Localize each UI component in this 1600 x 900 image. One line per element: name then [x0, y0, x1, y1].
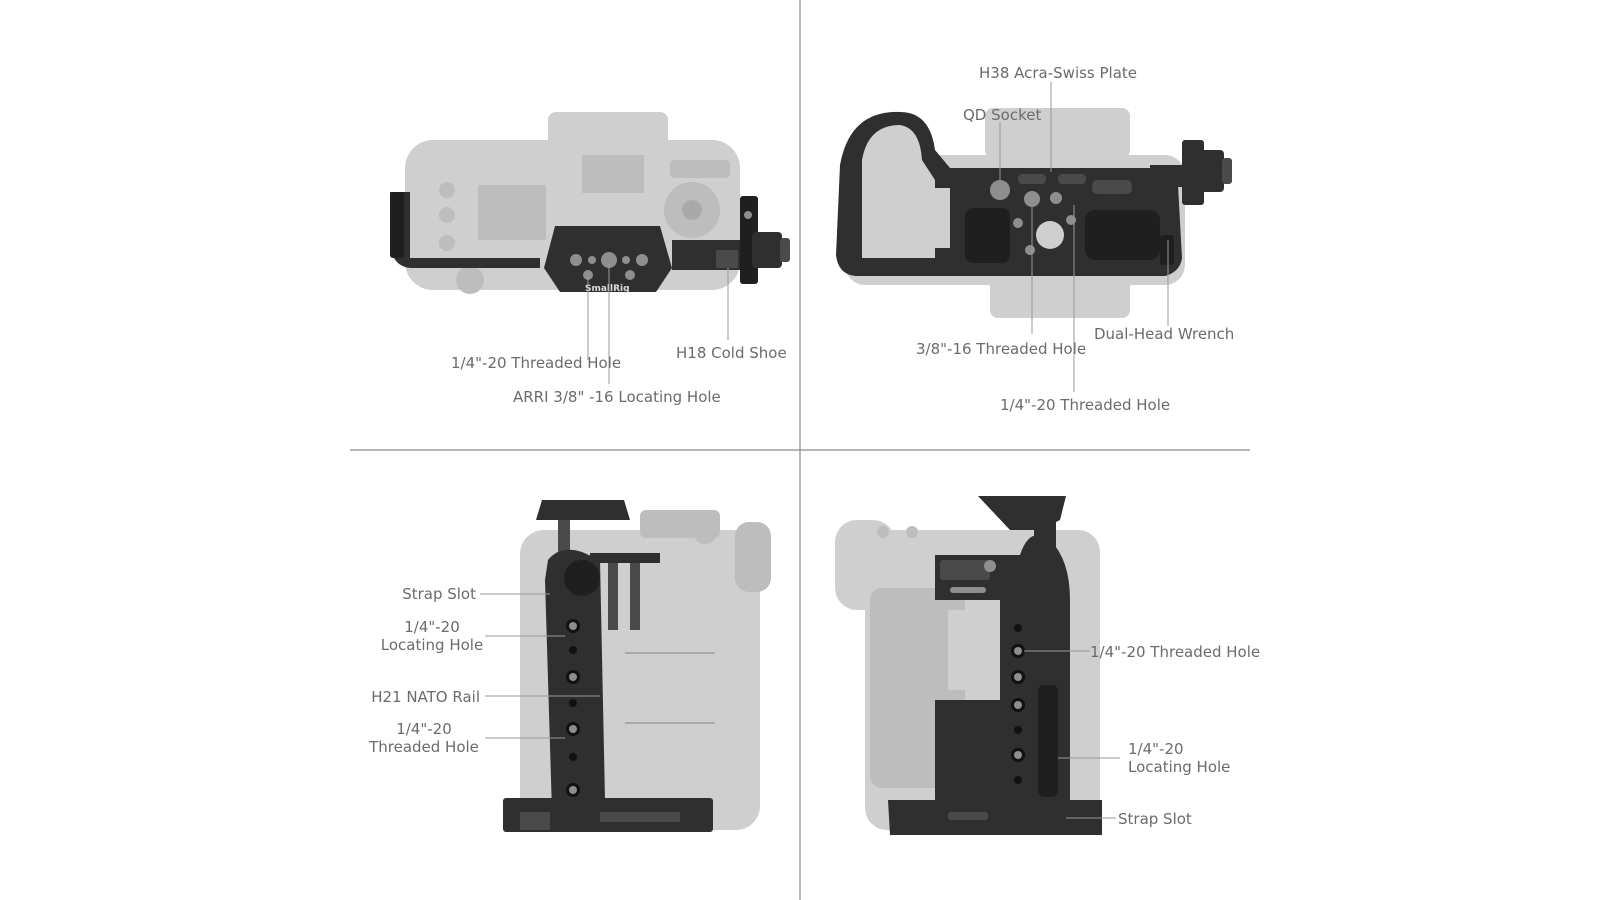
label-tr-threaded-38: 3/8"-16 Threaded Hole [916, 340, 1087, 358]
label-tl-cold-shoe: H18 Cold Shoe [676, 344, 787, 362]
bottom-left-callouts [480, 593, 600, 739]
label-tr-qd-socket: QD Socket [963, 106, 1042, 124]
label-tr-acra-plate: H38 Acra-Swiss Plate [979, 64, 1138, 82]
right-side-illustration [835, 496, 1102, 835]
top-right-callouts [999, 82, 1169, 392]
label-br-strap-slot: Strap Slot [1118, 810, 1192, 828]
label-tl-threaded-hole: 1/4"-20 Threaded Hole [451, 354, 622, 372]
label-br-threaded-hole: 1/4"-20 Threaded Hole [1090, 643, 1261, 661]
cage-logo: SmallRig [585, 284, 630, 294]
top-view-illustration: SmallRig [390, 112, 790, 294]
top-left-callouts [587, 262, 729, 384]
bottom-view-illustration [836, 108, 1232, 318]
label-bl-locating-hole: 1/4"-20 Locating Hole [380, 618, 484, 654]
label-tl-arri-locating-hole: ARRI 3/8" -16 Locating Hole [513, 388, 721, 406]
label-tr-dual-head-wrench: Dual-Head Wrench [1094, 325, 1235, 343]
cold-shoe-side [536, 500, 630, 520]
label-bl-strap-slot: Strap Slot [402, 585, 476, 603]
label-tr-threaded-14: 1/4"-20 Threaded Hole [1000, 396, 1171, 414]
label-br-locating-hole: 1/4"-20 Locating Hole [1128, 740, 1231, 776]
bottom-right-callouts [1024, 650, 1120, 819]
left-side-illustration [503, 500, 771, 832]
label-bl-threaded-hole: 1/4"-20 Threaded Hole [369, 720, 479, 756]
label-bl-nato-rail: H21 NATO Rail [371, 688, 480, 706]
